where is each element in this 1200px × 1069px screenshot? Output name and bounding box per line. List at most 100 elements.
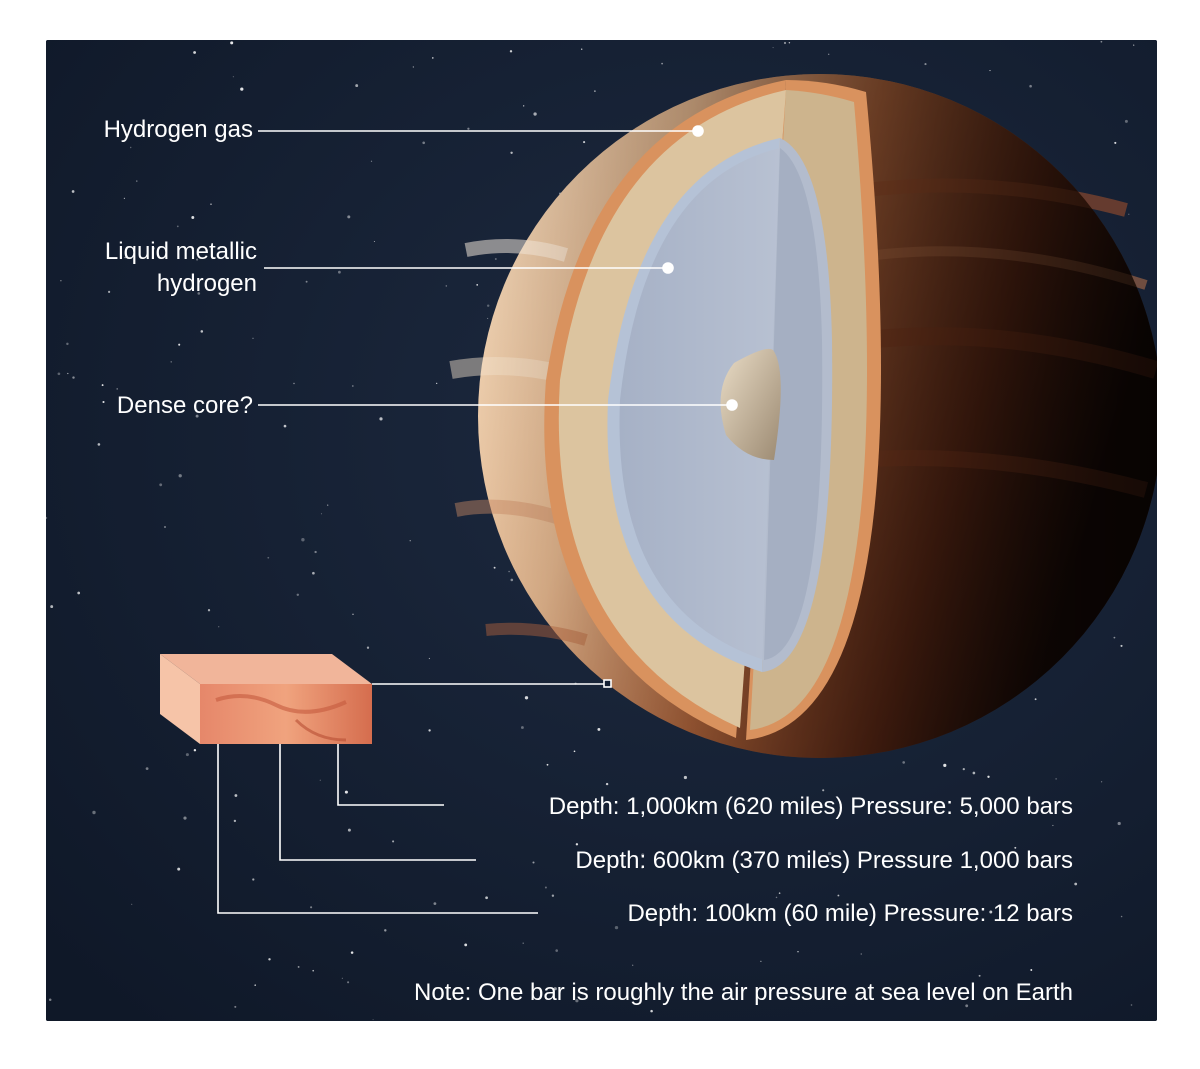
marker-dense-core (726, 399, 738, 411)
star (1113, 636, 1116, 639)
star (268, 958, 271, 961)
star (50, 605, 54, 609)
star (366, 646, 370, 649)
block-front (200, 684, 372, 744)
star (486, 304, 490, 307)
star (267, 556, 270, 559)
label-dense-core: Dense core? (116, 392, 253, 419)
star (46, 516, 48, 519)
star (436, 382, 438, 384)
star (544, 886, 547, 889)
star (1055, 778, 1057, 780)
star (822, 789, 825, 792)
star (312, 571, 315, 575)
star (178, 474, 182, 478)
star (310, 906, 313, 909)
star (860, 953, 862, 955)
star (48, 998, 52, 1002)
star (1014, 846, 1017, 849)
leader-depth-600 (279, 744, 476, 861)
star (520, 726, 524, 729)
star (116, 388, 118, 390)
star (510, 151, 513, 154)
star (170, 361, 172, 363)
star (210, 203, 212, 206)
block-texture (294, 718, 347, 742)
star (581, 48, 583, 50)
star (1074, 882, 1078, 886)
star (431, 57, 434, 59)
star (218, 626, 220, 628)
star (772, 47, 774, 49)
star (546, 763, 549, 766)
star (575, 999, 579, 1003)
marker-block (603, 679, 612, 688)
star (409, 540, 411, 542)
label-hydrogen-gas: Hydrogen gas (103, 116, 253, 143)
star (464, 943, 468, 947)
star (965, 1004, 969, 1008)
star (92, 810, 96, 815)
star (392, 840, 395, 843)
star (131, 903, 133, 905)
star (467, 127, 470, 130)
star (760, 960, 762, 962)
star (1133, 44, 1135, 46)
note-text: Note: One bar is roughly the air pressur… (413, 979, 1073, 1006)
label-depth-600km: Depth: 600km (370 miles) Pressure 1,000 … (575, 847, 1073, 874)
star (641, 866, 643, 869)
star (347, 828, 351, 832)
label-depth-100km: Depth: 100km (60 mile) Pressure: 12 bars (627, 900, 1073, 927)
star (232, 76, 234, 78)
label-liquid-metallic-line1: Liquid metallic (104, 238, 257, 265)
star (924, 63, 927, 66)
star (524, 696, 529, 700)
star (797, 950, 799, 953)
star (305, 280, 308, 283)
star (193, 748, 197, 752)
star (508, 570, 510, 573)
star (1034, 698, 1037, 701)
star (828, 53, 830, 55)
star (71, 190, 75, 193)
star (344, 790, 348, 794)
star (60, 280, 62, 282)
star (102, 400, 105, 404)
star (66, 342, 69, 346)
star (379, 417, 383, 421)
star (230, 41, 234, 45)
star (1124, 119, 1128, 123)
star (297, 965, 300, 968)
liquid-metallic-hydrogen-layer (619, 148, 780, 660)
star (1030, 969, 1033, 971)
star (101, 384, 104, 387)
star (123, 197, 126, 200)
star (207, 609, 211, 612)
star (124, 256, 126, 259)
star (72, 376, 75, 379)
star (384, 929, 387, 932)
star (373, 240, 375, 243)
star (350, 951, 354, 954)
star (200, 330, 204, 333)
star (902, 761, 906, 764)
marker-liquid-metallic (662, 262, 674, 274)
star (196, 258, 199, 261)
star (352, 613, 354, 615)
star (1100, 40, 1103, 43)
block-side (160, 654, 200, 744)
star (320, 513, 323, 515)
star (509, 50, 513, 53)
star (632, 964, 634, 966)
star (575, 843, 579, 846)
star (493, 566, 496, 569)
star (1130, 1004, 1133, 1006)
marker-hydrogen-gas (692, 125, 704, 137)
star (1114, 141, 1117, 144)
star (978, 974, 981, 977)
star (551, 894, 555, 897)
star (252, 878, 255, 881)
star (252, 337, 254, 339)
star (240, 87, 244, 91)
star (1128, 213, 1130, 215)
